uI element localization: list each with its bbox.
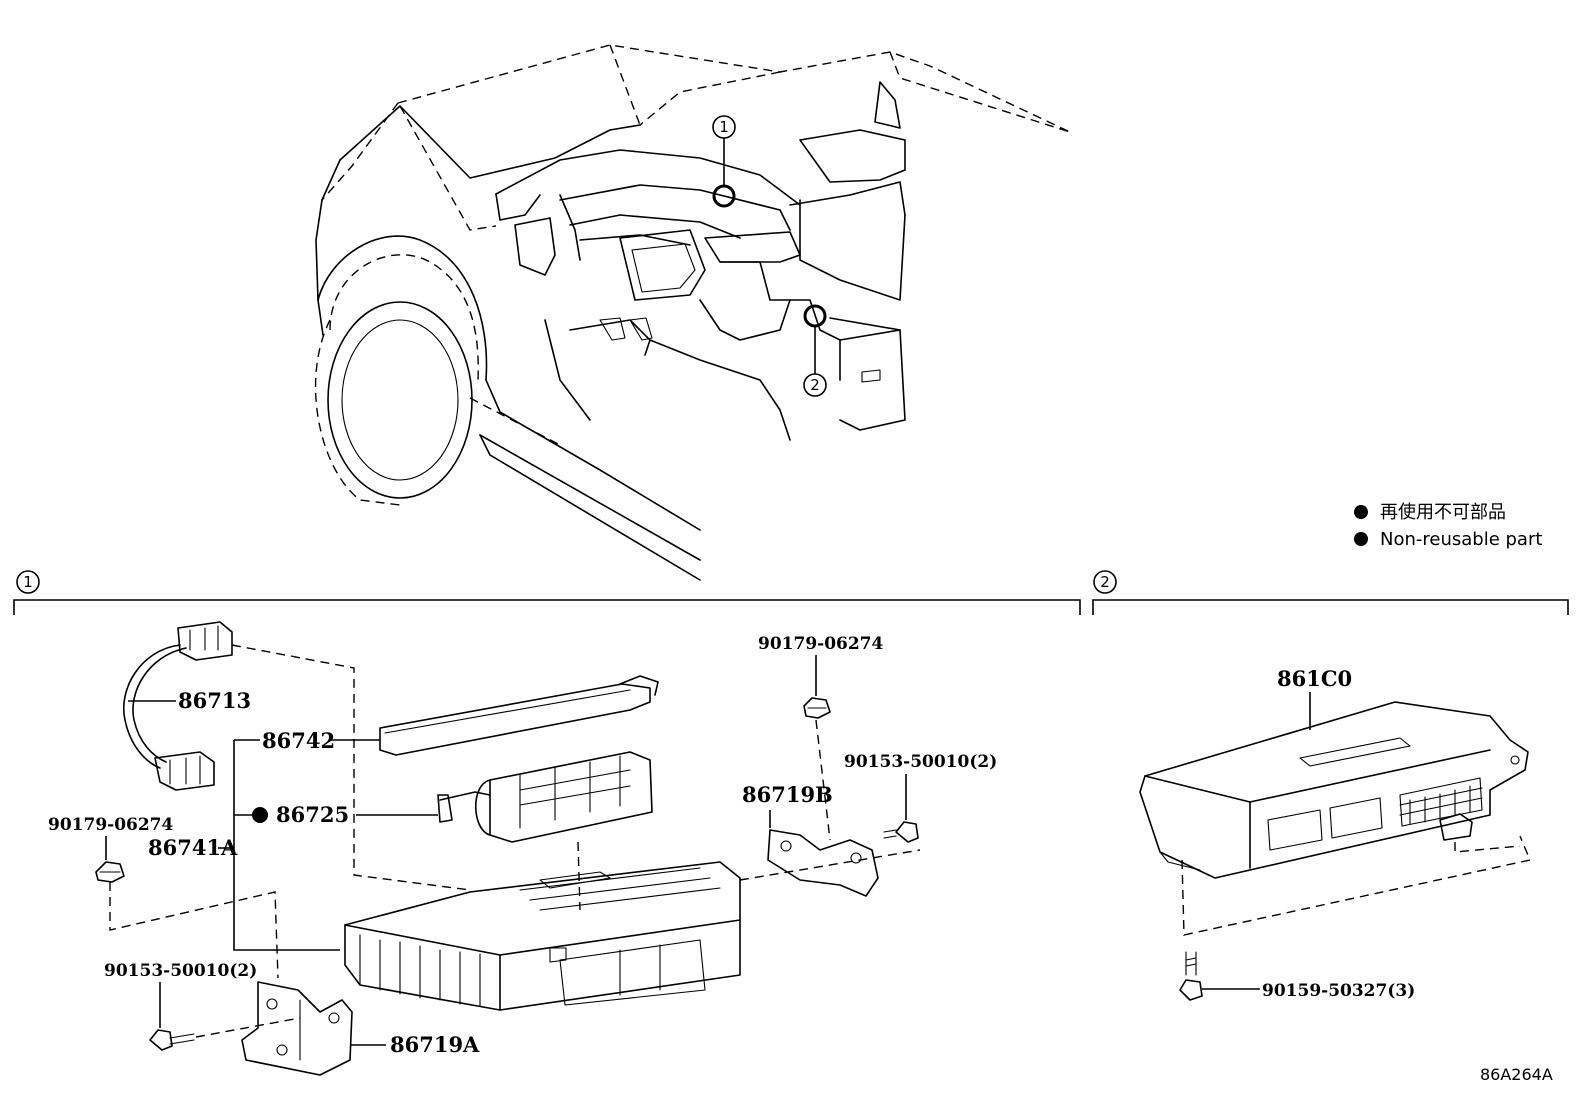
callout-1-label: 1 <box>719 118 729 136</box>
section-1-frame: 1 <box>13 570 1081 615</box>
heater-86725 <box>437 751 653 911</box>
callout-2-label: 2 <box>810 376 820 394</box>
legend-en: Non-reusable part <box>1380 529 1542 550</box>
part-label-90159-50327: 90159-50327(3) <box>1262 981 1415 1001</box>
part-label-90179-06274-left: 90179-06274 <box>48 815 174 835</box>
figure-code: 86A264A <box>1480 1065 1553 1084</box>
non-reusable-bullet-icon <box>252 807 268 823</box>
nut-90179-06274-left <box>95 861 279 979</box>
part-label-86719A: 86719A <box>390 1032 480 1057</box>
bracket-86719B <box>739 829 921 897</box>
bolt-90153-50010-right <box>883 821 919 843</box>
part-label-86725: 86725 <box>276 802 349 827</box>
part-label-86742: 86742 <box>262 728 335 753</box>
legend: 再使用不可部品 Non-reusable part <box>1354 502 1542 550</box>
section-2-label: 2 <box>1100 573 1110 591</box>
control-module-861C0 <box>1139 701 1531 936</box>
part-label-86719B: 86719B <box>742 782 833 807</box>
part-label-90153-50010-right: 90153-50010(2) <box>844 752 997 772</box>
vehicle-interior-illustration <box>314 44 1071 581</box>
display-unit-86741A <box>344 861 741 1011</box>
cover-86742 <box>379 675 659 756</box>
bullet-icon <box>1354 505 1368 519</box>
bracket-86719A <box>241 981 353 1076</box>
callout-marker-2: 2 <box>803 304 827 397</box>
bolt-90153-50010-left <box>149 1017 301 1051</box>
part-label-90153-50010-left: 90153-50010(2) <box>104 961 257 981</box>
legend-jp: 再使用不可部品 <box>1380 502 1506 523</box>
part-label-90179-06274-top: 90179-06274 <box>758 634 884 654</box>
bullet-icon <box>1354 532 1368 546</box>
callout-marker-1: 1 <box>712 115 736 208</box>
section-2-frame: 2 <box>1092 570 1569 615</box>
bolt-90159-50327 <box>1179 951 1203 1001</box>
wire-harness-86713 <box>123 621 471 891</box>
nut-90179-06274-top <box>803 697 831 841</box>
part-label-861C0: 861C0 <box>1277 666 1352 691</box>
section-1-label: 1 <box>23 573 33 591</box>
part-label-86713: 86713 <box>178 688 251 713</box>
